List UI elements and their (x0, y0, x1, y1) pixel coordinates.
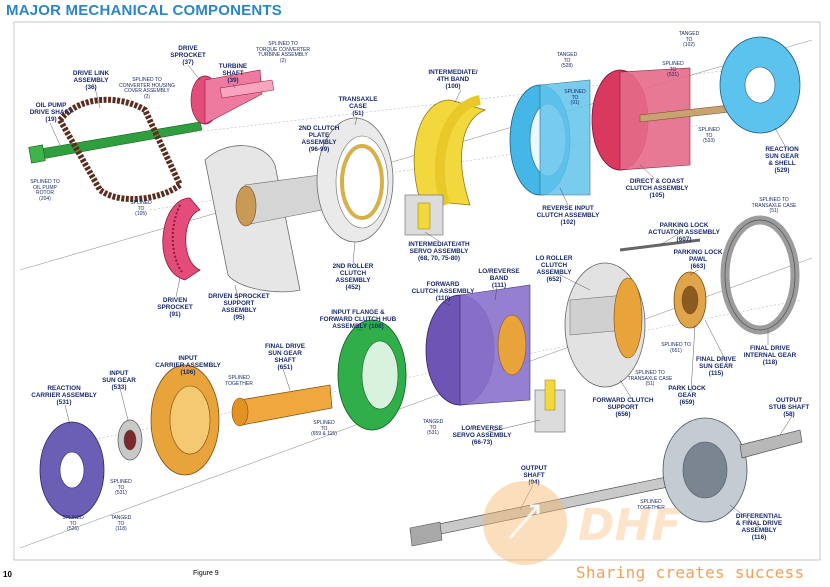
reverse-input-clutch-part (509, 79, 591, 196)
label-transaxle-case: TRANSAXLE CASE (51) (338, 96, 378, 117)
callout-tanged-to-102: TANGED TO (102) (678, 31, 700, 49)
callout-splined-to-oil-pump-rotor: SPLINED TO OIL PUMP ROTOR (204) (30, 179, 60, 202)
watermark-text: Sharing creates success (576, 563, 805, 582)
reaction-sun-gear-shell-part (719, 36, 801, 134)
page-heading: MAJOR MECHANICAL COMPONENTS (6, 2, 282, 19)
input-flange-forward-clutch-hub-part (337, 319, 407, 431)
label-parking-lock-actuator-assembly: PARKING LOCK ACTUATOR ASSEMBLY (607) (648, 222, 720, 243)
label-2nd-roller-clutch-assembly: 2ND ROLLER CLUTCH ASSEMBLY (452) (332, 263, 374, 291)
input-sun-gear-part (117, 419, 143, 461)
reaction-carrier-part (39, 421, 105, 519)
final-drive-sun-gear-shaft-part (231, 384, 333, 427)
label-forward-clutch-assembly: FORWARD CLUTCH ASSEMBLY (110) (411, 281, 475, 302)
label-drive-link-assembly: DRIVE LINK ASSEMBLY (36) (72, 70, 110, 91)
callout-splined-together-a: SPLINED TOGETHER (225, 375, 253, 387)
callout-tanged-to-528: TANGED TO (528) (556, 52, 578, 70)
label-input-flange-forward-clutch-hub: INPUT FLANGE & FORWARD CLUTCH HUB ASSEMB… (319, 309, 397, 330)
callout-splined-to-converter-housing: SPLINED TO CONVERTER HOUSING COVER ASSEM… (118, 77, 176, 100)
transaxle-case-part (316, 117, 394, 243)
intermediate-4th-band-part (413, 95, 487, 207)
input-carrier-part (150, 364, 220, 476)
callout-splined-to-659-115: SPLINED TO (659 & 115) (311, 420, 337, 438)
label-lo-roller-clutch-assembly: LO ROLLER CLUTCH ASSEMBLY (652) (535, 255, 573, 283)
callout-splined-to-533: SPLINED TO (533) (698, 127, 720, 145)
output-stub-shaft-part (739, 429, 803, 459)
callout-splined-to-531-b: SPLINED TO (531) (110, 479, 132, 497)
callout-splined-to-91: SPLINED TO (91) (564, 89, 586, 107)
callout-splined-to-526: SPLINED TO (526) (62, 515, 84, 533)
label-reaction-sun-gear-shell: REACTION SUN GEAR & SHELL (529) (765, 146, 799, 174)
label-driven-sprocket: DRIVEN SPROCKET (91) (157, 297, 193, 318)
callout-splined-to-transaxle-case-51-b: SPLINED TO TRANSAXLE CASE (51) (627, 370, 673, 388)
label-final-drive-sun-gear-shaft: FINAL DRIVE SUN GEAR SHAFT (651) (264, 343, 305, 371)
callout-splined-to-531-a: SPLINED TO (531) (662, 61, 684, 79)
label-park-lock-gear: PARK LOCK GEAR (659) (668, 385, 706, 406)
callout-splined-to-torque-converter: SPLINED TO TORQUE CONVERTER TURBINE ASSE… (256, 41, 310, 64)
label-lo-reverse-servo-assembly: LO/REVERSE SERVO ASSEMBLY (66-73) (452, 425, 512, 446)
driven-sprocket-part (162, 197, 201, 281)
label-differential-final-drive-assembly: DIFFERENTIAL & FINAL DRIVE ASSEMBLY (116… (735, 513, 783, 541)
drive-link-part (56, 96, 184, 203)
leader-lines (49, 64, 793, 528)
differential-final-drive-part (662, 417, 748, 523)
watermark-logo-text: DHF (578, 500, 680, 551)
label-turbine-shaft: TURBINE SHAFT (39) (218, 63, 248, 84)
label-intermediate-4th-band: INTERMEDIATE/ 4TH BAND (100) (428, 69, 478, 90)
intermediate-4th-servo-part (404, 194, 444, 236)
callout-splined-together-b: SPLINED TOGETHER (637, 499, 665, 511)
final-drive-internal-gear-part (720, 215, 800, 335)
label-driven-sprocket-support-assembly: DRIVEN SPROCKET SUPPORT ASSEMBLY (95) (208, 293, 270, 321)
diagram-frame (13, 21, 821, 561)
figure-label: Figure 9 (193, 570, 219, 577)
label-reaction-carrier-assembly: REACTION CARRIER ASSEMBLY (531) (31, 385, 97, 406)
forward-clutch-support-part (564, 262, 646, 388)
label-drive-sprocket: DRIVE SPROCKET (37) (170, 45, 206, 66)
oil-pump-drive-shaft-part (28, 121, 203, 164)
label-reverse-input-clutch-assembly: REVERSE INPUT CLUTCH ASSEMBLY (102) (536, 205, 600, 226)
forward-clutch-part (425, 284, 531, 406)
label-intermediate-4th-servo-assembly: INTERMEDIATE/4TH SERVO ASSEMBLY (68, 70,… (408, 241, 470, 262)
turbine-shaft-part (219, 79, 275, 99)
label-input-sun-gear: INPUT SUN GEAR (533) (102, 370, 136, 391)
callout-tanged-to-118: TANGED TO (118) (110, 515, 132, 533)
callout-splined-to-transaxle-case-51: SPLINED TO TRANSAXLE CASE (51) (751, 197, 797, 215)
label-input-carrier-assembly: INPUT CARRIER ASSEMBLY (106) (155, 355, 221, 376)
label-oil-pump-drive-shaft: OIL PUMP DRIVE SHAFT (19) (29, 102, 73, 123)
output-shaft-part (409, 469, 703, 547)
park-lock-gear-part (673, 271, 707, 329)
label-final-drive-internal-gear: FINAL DRIVE INTERNAL GEAR (118) (743, 345, 797, 366)
driven-sprocket-support-part (204, 145, 323, 293)
label-direct-coast-clutch-assembly: DIRECT & COAST CLUTCH ASSEMBLY (105) (625, 178, 689, 199)
watermark-logo: DHF (483, 481, 680, 565)
lo-reverse-servo-part (534, 379, 566, 433)
callout-splined-to-105: SPLINED TO (105) (130, 200, 152, 218)
label-parking-lock-pawl: PARKING LOCK PAWL (663) (673, 249, 723, 270)
label-final-drive-sun-gear-115: FINAL DRIVE SUN GEAR (115) (695, 356, 736, 377)
page-number: 10 (3, 570, 12, 579)
callout-splined-to-651: SPLINED TO (651) (661, 342, 691, 354)
callout-tanged-to-531: TANGED TO (531) (422, 419, 444, 437)
label-forward-clutch-support: FORWARD CLUTCH SUPPORT (656) (592, 397, 654, 418)
direct-coast-clutch-part (591, 67, 731, 171)
label-output-shaft: OUTPUT SHAFT (94) (520, 465, 548, 486)
label-2nd-clutch-plate-assembly: 2ND CLUTCH PLATE ASSEMBLY (96-99) (298, 125, 340, 153)
label-lo-reverse-band: LO/REVERSE BAND (111) (478, 268, 520, 289)
label-output-stub-shaft: OUTPUT STUB SHAFT (58) (768, 397, 810, 418)
